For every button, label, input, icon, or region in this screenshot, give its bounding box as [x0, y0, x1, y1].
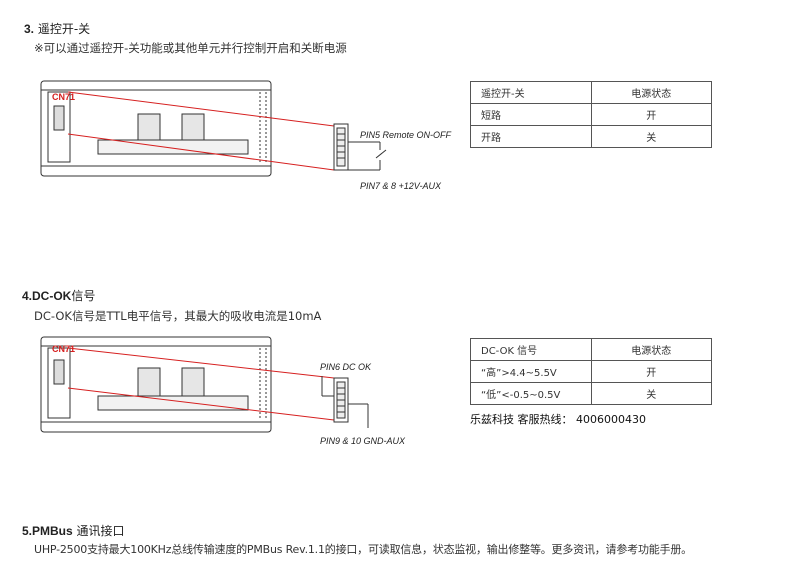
hotline-note: 乐兹科技 客服热线： 4006000430 [470, 413, 646, 426]
table-row: 短路 开 [470, 103, 712, 126]
table-cell: “低”<-0.5~0.5V [470, 382, 592, 405]
table-cell: “高”>4.4~5.5V [470, 360, 592, 383]
section3-diagram: CN71 PIN5 Remote ON-OFF PIN7 & 8 +12V-AU… [40, 80, 452, 191]
section4-pin-label-bottom: PIN9 & 10 GND-AUX [320, 436, 406, 446]
table-row: 遥控开-关 电源状态 [470, 81, 712, 104]
psu-drawing [40, 336, 272, 433]
section5-description: UHP-2500支持最大100KHz总线传输速度的PMBus Rev.1.1的接… [34, 543, 692, 556]
section3-heading: 3. 遥控开-关 [24, 20, 90, 37]
dcok-wiring [321, 376, 369, 428]
section3-pin-label-top: PIN5 Remote ON-OFF [360, 130, 452, 140]
section3-title: 遥控开-关 [37, 22, 91, 36]
connector-block [333, 123, 349, 171]
table-cell: 开 [590, 103, 712, 126]
section3-connector-label: CN71 [52, 92, 75, 102]
table-cell: 关 [590, 382, 712, 405]
table-header-cell: 电源状态 [590, 338, 712, 361]
table-cell: 短路 [470, 103, 592, 126]
section4-diagram: CN71 PIN6 DC OK PIN9 & 10 GND-AUX [40, 336, 406, 446]
section3-table: 遥控开-关 电源状态 短路 开 开路 关 [470, 81, 712, 148]
table-cell: 开路 [470, 125, 592, 148]
section5-title-en: PMBus [32, 524, 73, 538]
section5-heading: 5.PMBus 通讯接口 [22, 522, 125, 539]
section3-number: 3. [24, 22, 35, 36]
table-cell: 开 [590, 360, 712, 383]
section4-pin-label-top: PIN6 DC OK [320, 362, 372, 372]
table-cell: 关 [590, 125, 712, 148]
table-row: “高”>4.4~5.5V 开 [470, 360, 712, 383]
table-row: “低”<-0.5~0.5V 关 [470, 382, 712, 405]
psu-drawing [40, 80, 272, 177]
section4-title-en: DC-OK [32, 289, 72, 303]
connector-block [333, 377, 349, 423]
table-row: 开路 关 [470, 125, 712, 148]
section3-description: ※可以通过遥控开-关功能或其他单元并行控制开启和关断电源 [34, 41, 347, 55]
section4-table: DC-OK 信号 电源状态 “高”>4.4~5.5V 开 “低”<-0.5~0.… [470, 338, 712, 405]
table-header-cell: DC-OK 信号 [470, 338, 592, 361]
table-row: DC-OK 信号 电源状态 [470, 338, 712, 361]
switch-wiring [348, 141, 387, 171]
section5-number: 5. [22, 524, 33, 538]
section4-connector-label: CN71 [52, 344, 75, 354]
section3-pin-label-bottom: PIN7 & 8 +12V-AUX [360, 181, 442, 191]
section4-callout-lines [67, 347, 335, 421]
table-header-cell: 电源状态 [590, 81, 712, 104]
section4-number: 4. [22, 289, 33, 303]
section3-callout-lines [67, 91, 335, 171]
section4-description: DC-OK信号是TTL电平信号，其最大的吸收电流是10mA [34, 309, 322, 323]
section4-heading: 4.DC-OK信号 [22, 287, 95, 304]
table-header-cell: 遥控开-关 [470, 81, 592, 104]
section5-title-cn: 通讯接口 [76, 524, 125, 538]
section4-title-cn: 信号 [71, 289, 96, 303]
